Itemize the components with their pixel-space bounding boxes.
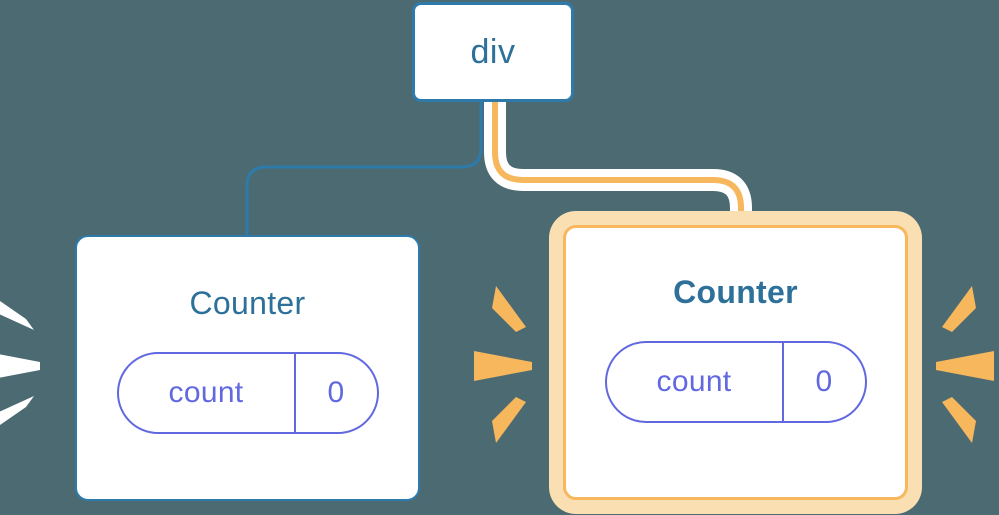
node-div[interactable]: div [412, 2, 574, 102]
edge-div-to-counter-right [492, 102, 744, 236]
node-counter-right-label: Counter [673, 274, 798, 310]
state-pill-left: count 0 [116, 352, 379, 434]
edge-div-to-counter-left [245, 100, 483, 238]
state-pill-right: count 0 [604, 341, 867, 423]
state-value-right: 0 [781, 343, 865, 421]
node-counter-right[interactable]: Counter count 0 [563, 225, 908, 500]
node-div-label: div [470, 32, 516, 71]
state-key-left: count [168, 376, 244, 409]
node-counter-left-label: Counter [189, 285, 306, 321]
state-value-left: 0 [293, 354, 377, 432]
node-counter-left[interactable]: Counter count 0 [75, 235, 420, 501]
state-key-right: count [656, 365, 732, 398]
edge-div-to-counter-right-halo [484, 102, 752, 236]
